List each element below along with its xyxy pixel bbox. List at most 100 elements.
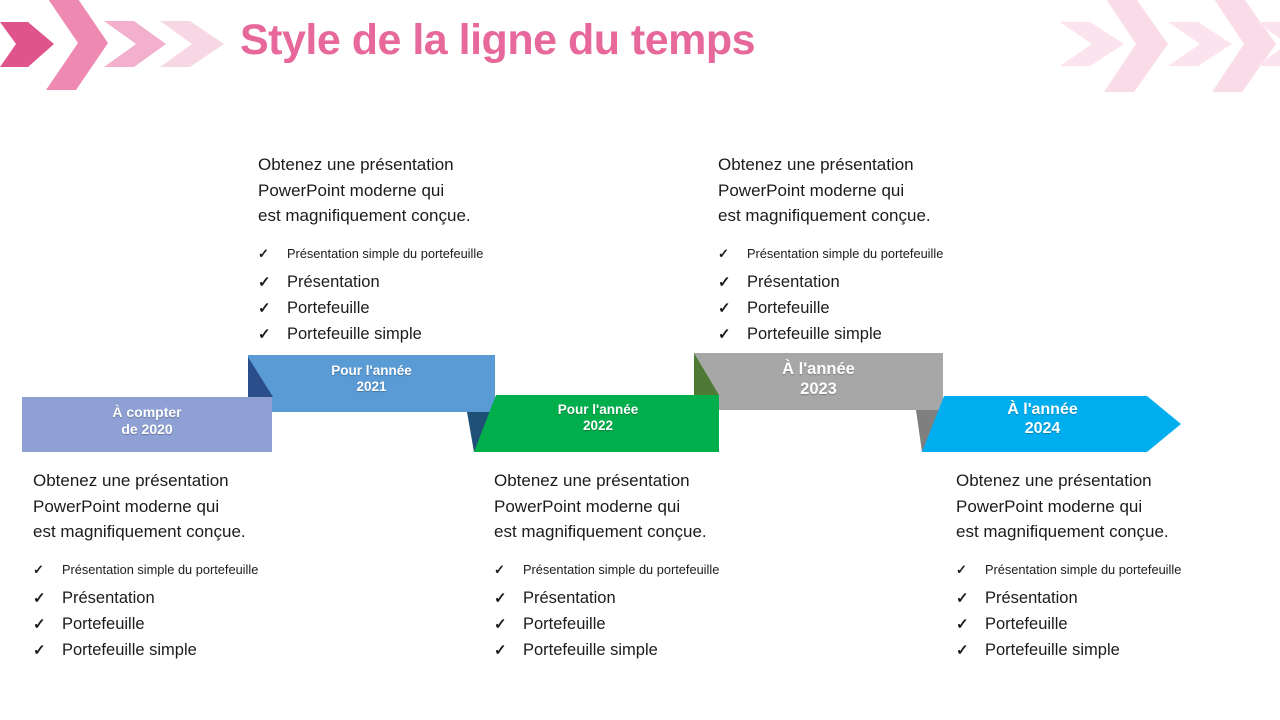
- block-checklist: ✓ Présentation simple du portefeuille ✓ …: [956, 560, 1256, 660]
- check-icon: ✓: [718, 245, 729, 261]
- block-description: Obtenez une présentation PowerPoint mode…: [33, 471, 246, 541]
- milestone-label-line2: 2024: [1024, 420, 1061, 437]
- check-icon: ✓: [33, 641, 46, 659]
- chevron-icon: [1256, 22, 1280, 66]
- check-icon: ✓: [956, 615, 969, 633]
- checklist-item-label: Présentation: [62, 588, 155, 607]
- slide-title: Style de la ligne du temps: [240, 16, 756, 64]
- checklist-item: ✓ Présentation: [33, 589, 333, 608]
- timeline-band-2020: [22, 397, 272, 452]
- check-icon: ✓: [956, 641, 969, 659]
- checklist-item-label: Présentation simple du portefeuille: [287, 245, 484, 261]
- checklist-item: ✓ Portefeuille: [956, 615, 1256, 634]
- checklist-item: ✓ Présentation: [494, 589, 794, 608]
- checklist-item: ✓ Présentation: [258, 273, 558, 292]
- checklist-item-label: Portefeuille: [523, 614, 606, 633]
- timeline-band-2023: [694, 353, 943, 410]
- checklist-item-label: Portefeuille: [62, 614, 145, 633]
- checklist-item-label: Portefeuille: [747, 298, 830, 317]
- block-description: Obtenez une présentation PowerPoint mode…: [956, 471, 1169, 541]
- block-checklist: ✓ Présentation simple du portefeuille ✓ …: [258, 244, 558, 344]
- checklist-item: ✓ Présentation: [956, 589, 1256, 608]
- chevron-icon: [104, 21, 166, 67]
- check-icon: ✓: [258, 325, 271, 343]
- checklist-item-small: ✓ Présentation simple du portefeuille: [33, 560, 333, 579]
- milestone-label-line1: Pour l'année: [557, 402, 639, 417]
- checklist-item-label: Présentation simple du portefeuille: [985, 561, 1182, 577]
- check-icon: ✓: [494, 615, 507, 633]
- milestone-label-2024: À l'année 2024: [930, 400, 1155, 438]
- milestone-label-line1: À l'année: [1007, 401, 1078, 418]
- checklist-item: ✓ Portefeuille simple: [33, 641, 333, 660]
- checklist-item-label: Portefeuille simple: [287, 324, 422, 343]
- checklist-item: ✓ Présentation: [718, 273, 1018, 292]
- ribbon-fold-2023-icon: [694, 353, 719, 395]
- block-description: Obtenez une présentation PowerPoint mode…: [718, 155, 931, 225]
- check-icon: ✓: [494, 589, 507, 607]
- checklist-item: ✓ Portefeuille: [258, 299, 558, 318]
- check-icon: ✓: [258, 273, 271, 291]
- check-icon: ✓: [33, 615, 46, 633]
- check-icon: ✓: [718, 299, 731, 317]
- chevron-icon: [1060, 22, 1124, 66]
- block-checklist: ✓ Présentation simple du portefeuille ✓ …: [718, 244, 1018, 344]
- text-block-top-1: Obtenez une présentation PowerPoint mode…: [258, 152, 558, 351]
- checklist-item: ✓ Portefeuille simple: [718, 325, 1018, 344]
- milestone-label-2021: Pour l'année 2021: [248, 363, 495, 395]
- check-icon: ✓: [33, 561, 44, 577]
- checklist-item-label: Présentation: [985, 588, 1078, 607]
- check-icon: ✓: [258, 299, 271, 317]
- chevron-icon: [0, 22, 54, 67]
- chevron-icon: [160, 21, 224, 67]
- block-checklist: ✓ Présentation simple du portefeuille ✓ …: [33, 560, 333, 660]
- check-icon: ✓: [494, 641, 507, 659]
- timeline-band-2022: [474, 395, 719, 452]
- check-icon: ✓: [956, 589, 969, 607]
- checklist-item-label: Présentation: [747, 272, 840, 291]
- checklist-item: ✓ Portefeuille: [494, 615, 794, 634]
- checklist-item-label: Portefeuille: [287, 298, 370, 317]
- checklist-item-label: Portefeuille simple: [747, 324, 882, 343]
- block-description: Obtenez une présentation PowerPoint mode…: [494, 471, 707, 541]
- checklist-item-label: Présentation simple du portefeuille: [62, 561, 259, 577]
- left-chevron-decoration: [0, 0, 224, 90]
- checklist-item-small: ✓ Présentation simple du portefeuille: [494, 560, 794, 579]
- block-description: Obtenez une présentation PowerPoint mode…: [258, 155, 471, 225]
- check-icon: ✓: [718, 273, 731, 291]
- checklist-item-label: Présentation simple du portefeuille: [523, 561, 720, 577]
- text-block-top-2: Obtenez une présentation PowerPoint mode…: [718, 152, 1018, 351]
- milestone-label-2022: Pour l'année 2022: [479, 402, 717, 434]
- checklist-item: ✓ Portefeuille simple: [494, 641, 794, 660]
- checklist-item-label: Présentation simple du portefeuille: [747, 245, 944, 261]
- milestone-label-line1: Pour l'année: [331, 363, 412, 378]
- checklist-item-label: Portefeuille simple: [985, 640, 1120, 659]
- checklist-item-small: ✓ Présentation simple du portefeuille: [258, 244, 558, 263]
- check-icon: ✓: [494, 561, 505, 577]
- block-checklist: ✓ Présentation simple du portefeuille ✓ …: [494, 560, 794, 660]
- milestone-label-line2: 2021: [356, 379, 387, 394]
- check-icon: ✓: [956, 561, 967, 577]
- chevron-icon: [46, 0, 108, 90]
- checklist-item-label: Portefeuille simple: [523, 640, 658, 659]
- text-block-bottom-3: Obtenez une présentation PowerPoint mode…: [956, 468, 1256, 667]
- timeline-band-2024: [922, 396, 1181, 452]
- chevron-icon: [1168, 22, 1232, 66]
- milestone-label-line1: À compter: [112, 404, 182, 420]
- milestone-label-2023: À l'année 2023: [694, 359, 943, 399]
- right-chevron-decoration: [1060, 0, 1280, 92]
- checklist-item-small: ✓ Présentation simple du portefeuille: [718, 244, 1018, 263]
- check-icon: ✓: [718, 325, 731, 343]
- chevron-icon: [1104, 0, 1168, 92]
- milestone-label-line2: 2023: [800, 380, 837, 398]
- milestone-label-2020: À compter de 2020: [22, 404, 272, 438]
- milestone-label-line1: À l'année: [782, 360, 855, 378]
- checklist-item-label: Portefeuille: [985, 614, 1068, 633]
- checklist-item: ✓ Portefeuille: [33, 615, 333, 634]
- timeline-ribbon: [22, 353, 1181, 452]
- ribbon-fold-2021-icon: [248, 357, 273, 397]
- checklist-item-label: Présentation: [287, 272, 380, 291]
- check-icon: ✓: [258, 245, 269, 261]
- milestone-label-line2: de 2020: [121, 421, 173, 437]
- checklist-item: ✓ Portefeuille simple: [956, 641, 1256, 660]
- checklist-item: ✓ Portefeuille: [718, 299, 1018, 318]
